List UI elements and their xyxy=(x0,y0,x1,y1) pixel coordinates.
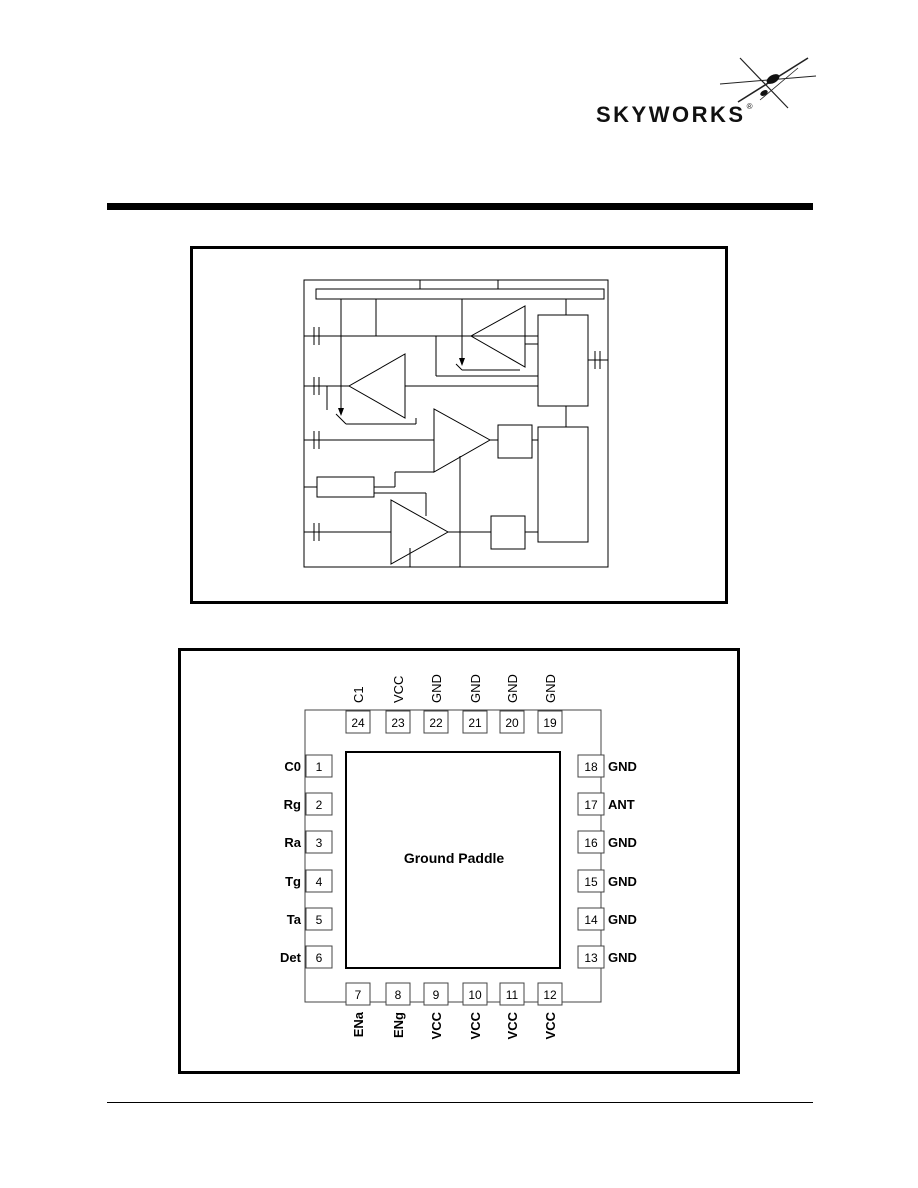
pin-5-pad xyxy=(305,907,333,931)
header-rule xyxy=(107,203,813,210)
pin-13-number: 13 xyxy=(584,951,598,965)
pin-4-number: 4 xyxy=(316,875,323,889)
pin-2-pad xyxy=(305,792,333,816)
pin-6-pad xyxy=(305,945,333,969)
pin-6-label: Det xyxy=(280,950,302,965)
pin-22-number: 22 xyxy=(429,716,443,730)
ground-paddle-label: Ground Paddle xyxy=(404,850,505,866)
pinout-frame: Ground Paddle 1 C0 2 Rg 3 Ra 4 Tg 5 Ta 6 Det 13 GND 14… xyxy=(178,648,740,1074)
pin-1-label: C0 xyxy=(284,759,301,774)
pin-1-pad xyxy=(305,754,333,778)
pin-21-pad xyxy=(462,710,488,734)
pin-9-pad xyxy=(423,982,449,1006)
footer-rule xyxy=(107,1102,813,1103)
block-diagram-frame xyxy=(190,246,728,604)
pin-7-number: 7 xyxy=(355,988,362,1002)
pin-9-label: VCC xyxy=(429,1011,444,1039)
pin-24-number: 24 xyxy=(351,716,365,730)
pin-5-label: Ta xyxy=(287,912,302,927)
pin-14-number: 14 xyxy=(584,913,598,927)
pin-6-number: 6 xyxy=(316,951,323,965)
pin-20-pad xyxy=(499,710,525,734)
pin-10-number: 10 xyxy=(468,988,482,1002)
pin-8-number: 8 xyxy=(395,988,402,1002)
pin-16-label: GND xyxy=(608,835,637,850)
pin-17-label: ANT xyxy=(608,797,635,812)
pin-19-label: GND xyxy=(543,674,558,703)
pin-18-pad xyxy=(577,754,605,778)
pin-18-label: GND xyxy=(608,759,637,774)
pin-21-label: GND xyxy=(468,674,483,703)
pin-9-number: 9 xyxy=(433,988,440,1002)
pin-2-number: 2 xyxy=(316,798,323,812)
pin-15-pad xyxy=(577,869,605,893)
pin-20-label: GND xyxy=(505,674,520,703)
pin-11-pad xyxy=(499,982,525,1006)
pin-13-pad xyxy=(577,945,605,969)
ground-paddle xyxy=(345,751,561,969)
pin-3-number: 3 xyxy=(316,836,323,850)
skyworks-logo: SKYWORKS® xyxy=(590,50,820,130)
skyworks-star-icon xyxy=(719,57,817,109)
pin-2-label: Rg xyxy=(284,797,301,812)
pin-19-number: 19 xyxy=(543,716,557,730)
pin-3-pad xyxy=(305,830,333,854)
pin-11-number: 11 xyxy=(506,988,519,1002)
pin-15-label: GND xyxy=(608,874,637,889)
pinout-diagram: Ground Paddle 1 C0 2 Rg 3 Ra 4 Tg 5 Ta 6 Det 13 GND 14… xyxy=(280,674,637,1039)
pin-4-label: Tg xyxy=(285,874,301,889)
pin-1-number: 1 xyxy=(316,760,323,774)
pin-17-pad xyxy=(577,792,605,816)
pin-10-pad xyxy=(462,982,488,1006)
pin-12-number: 12 xyxy=(543,988,557,1002)
pin-4-pad xyxy=(305,869,333,893)
pin-14-label: GND xyxy=(608,912,637,927)
pin-17-number: 17 xyxy=(584,798,598,812)
pin-20-number: 20 xyxy=(505,716,519,730)
pin-5-number: 5 xyxy=(316,913,323,927)
pin-12-pad xyxy=(537,982,563,1006)
pin-19-pad xyxy=(537,710,563,734)
pin-23-number: 23 xyxy=(391,716,405,730)
block-diagram xyxy=(303,279,609,568)
pin-10-label: VCC xyxy=(468,1011,483,1039)
pin-14-pad xyxy=(577,907,605,931)
package-outline xyxy=(304,709,602,1003)
pin-3-label: Ra xyxy=(284,835,301,850)
logo-wordmark: SKYWORKS® xyxy=(596,102,755,127)
pin-12-label: VCC xyxy=(543,1011,558,1039)
pin-16-pad xyxy=(577,830,605,854)
pin-11-label: VCC xyxy=(505,1011,520,1039)
pin-13-label: GND xyxy=(608,950,637,965)
pin-16-number: 16 xyxy=(584,836,598,850)
pin-7-pad xyxy=(345,982,371,1006)
pin-24-label: C1 xyxy=(351,686,366,703)
pin-22-pad xyxy=(423,710,449,734)
pin-23-pad xyxy=(385,710,411,734)
pin-23-label: VCC xyxy=(391,676,406,703)
pin-18-number: 18 xyxy=(584,760,598,774)
pin-21-number: 21 xyxy=(468,716,482,730)
pin-24-pad xyxy=(345,710,371,734)
pin-7-label: ENa xyxy=(351,1011,366,1037)
pin-8-pad xyxy=(385,982,411,1006)
pin-22-label: GND xyxy=(429,674,444,703)
pin-8-label: ENg xyxy=(391,1012,406,1038)
pin-15-number: 15 xyxy=(584,875,598,889)
